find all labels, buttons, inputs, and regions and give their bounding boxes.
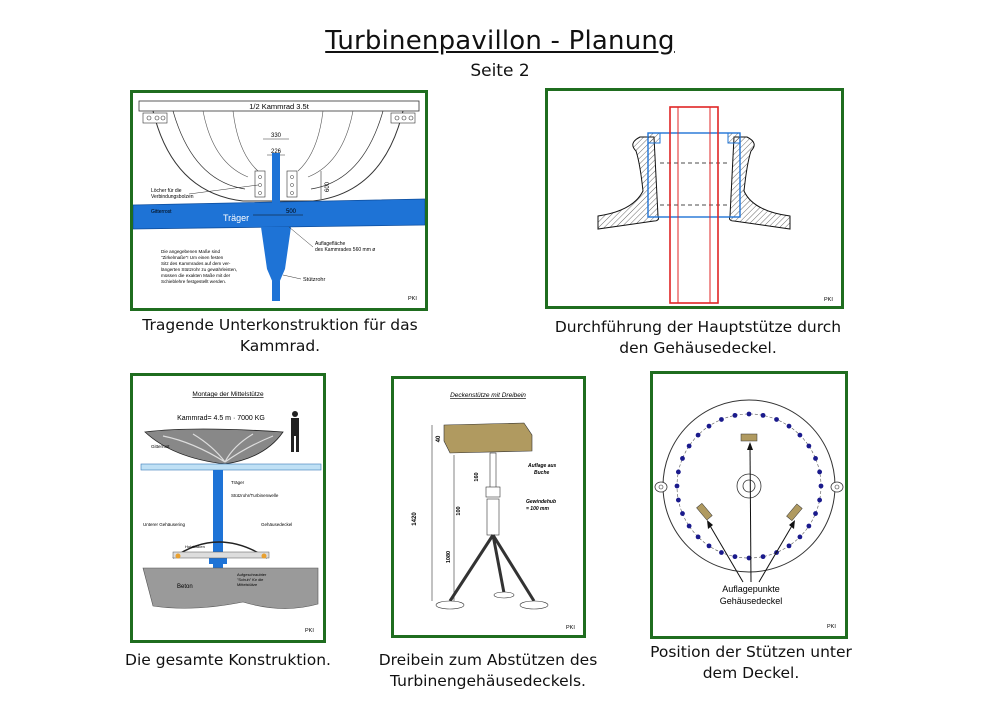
panel-stuetzen-position: Auflagepunkte Gehäusedeckel PKI bbox=[650, 371, 848, 639]
bolt-dot bbox=[797, 432, 803, 438]
p3-weight-label: Kammrad= 4.5 m · 7000 KG bbox=[177, 415, 265, 422]
p4-dim-40: 40 bbox=[436, 435, 442, 442]
bolt-dot bbox=[695, 534, 701, 540]
bolt-dot bbox=[732, 412, 738, 418]
p4-dim-160: 160 bbox=[474, 472, 480, 481]
p2-pki-label: PKI bbox=[824, 297, 833, 303]
gesamte-konstruktion-drawing: Montage der Mittelstütze Kammrad= 4.5 m … bbox=[140, 391, 322, 634]
p3-unterer-label: Unterer Gehäusering bbox=[143, 522, 186, 527]
page-title: Turbinenpavillon - Planung bbox=[325, 26, 675, 56]
bolt-dot bbox=[774, 417, 779, 422]
panel-gesamte-konstruktion: Montage der Mittelstütze Kammrad= 4.5 m … bbox=[130, 373, 326, 643]
p4-gewindehub-label: Gewindehub= 100 mm bbox=[526, 499, 556, 512]
caption-kammrad-support: Tragende Unterkonstruktion für das Kammr… bbox=[142, 316, 418, 355]
p1-dim-226: 226 bbox=[271, 149, 282, 155]
caption-dreibein: Dreibein zum Abstützen des Turbinengehäu… bbox=[378, 651, 598, 690]
bolt-dot bbox=[675, 497, 681, 503]
bolt-dot bbox=[797, 534, 803, 540]
p3-traeger-label: Träger bbox=[231, 480, 245, 485]
bolt-dot bbox=[680, 511, 685, 516]
p1-girder-label: Gitterrost bbox=[151, 209, 172, 215]
bolt-dot bbox=[695, 432, 701, 438]
bolt-dot bbox=[813, 511, 818, 516]
p4-dim-100: 100 bbox=[456, 506, 462, 515]
panel-hauptstuetze-durchfuehrung: PKI bbox=[545, 88, 844, 309]
bolt-dot bbox=[806, 523, 812, 529]
bolt-dot bbox=[746, 411, 752, 417]
panel-kammrad-support: 1/2 Kammrad 3.5t 330 226 600 Träger 500 … bbox=[130, 90, 428, 311]
p1-dim-330: 330 bbox=[271, 133, 282, 139]
bolt-dot bbox=[732, 554, 738, 560]
p4-dim-1080: 1080 bbox=[446, 551, 452, 563]
p1-dim-500: 500 bbox=[286, 209, 297, 215]
p1-top-label: 1/2 Kammrad 3.5t bbox=[249, 102, 310, 111]
p1-stuetzrohr-label: Stützrohr bbox=[303, 277, 325, 283]
bolt-dot bbox=[786, 543, 792, 549]
bolt-dot bbox=[706, 543, 712, 549]
caption-stuetzen-position: Position der Stützen unter dem Deckel. bbox=[650, 643, 852, 682]
bolt-dot bbox=[806, 443, 812, 449]
bolt-dot bbox=[786, 423, 792, 429]
bolt-dot bbox=[675, 469, 681, 475]
page-subtitle: Seite 2 bbox=[470, 61, 530, 81]
p3-gitterrost-label: Gitterrost bbox=[151, 444, 170, 449]
p4-heading: Deckenstütze mit Dreibein bbox=[450, 392, 526, 399]
p4-pki-label: PKI bbox=[566, 625, 575, 631]
p3-heading: Montage der Mittelstütze bbox=[192, 391, 264, 398]
bolt-dot bbox=[818, 483, 824, 489]
bolt-dot bbox=[719, 417, 724, 422]
bolt-dot bbox=[686, 523, 692, 529]
stuetzen-position-drawing: Auflagepunkte Gehäusedeckel PKI bbox=[654, 399, 844, 630]
p5-points-label: Auflagepunkte bbox=[722, 584, 780, 594]
p3-holzbalken-label: Holzbalken bbox=[185, 544, 205, 549]
bolt-dot bbox=[706, 423, 712, 429]
caption-hauptstuetze: Durchführung der Hauptstütze durch den G… bbox=[554, 318, 842, 357]
bolt-dot bbox=[719, 550, 724, 555]
p1-note-text: Die angegebenen Maße sind "Zirkelmaße"! … bbox=[161, 249, 238, 284]
bolt-dot bbox=[674, 483, 680, 489]
p5-pki-label: PKI bbox=[827, 624, 836, 630]
bolt-dots bbox=[674, 411, 824, 561]
p3-beton-label: Beton bbox=[177, 584, 193, 590]
bolt-dot bbox=[746, 555, 752, 561]
p3-deckel-label: Gehäusedeckel bbox=[261, 522, 292, 527]
p3-pki-label: PKI bbox=[305, 628, 314, 634]
bolt-dot bbox=[760, 412, 766, 418]
p5-deckel-label: Gehäusedeckel bbox=[720, 596, 783, 606]
bolt-dot bbox=[813, 456, 818, 461]
p3-stuetzrohr-label: Stützrohr/Turbinenwelle bbox=[231, 493, 279, 498]
p1-traeger-label: Träger bbox=[223, 213, 249, 223]
caption-gesamte-konstruktion: Die gesamte Konstruktion. bbox=[125, 651, 331, 669]
bolt-dot bbox=[817, 469, 823, 475]
bolt-dot bbox=[686, 443, 692, 449]
bolt-dot bbox=[817, 497, 823, 503]
p1-dim-600: 600 bbox=[325, 181, 331, 192]
hauptstuetze-drawing: PKI bbox=[597, 106, 833, 304]
bolt-dot bbox=[760, 554, 766, 560]
kammrad-support-drawing: 1/2 Kammrad 3.5t 330 226 600 Träger 500 … bbox=[133, 100, 425, 302]
p1-pki-label: PKI bbox=[408, 296, 417, 302]
bolt-dot bbox=[680, 456, 685, 461]
p4-dim-1420: 1420 bbox=[412, 512, 418, 526]
